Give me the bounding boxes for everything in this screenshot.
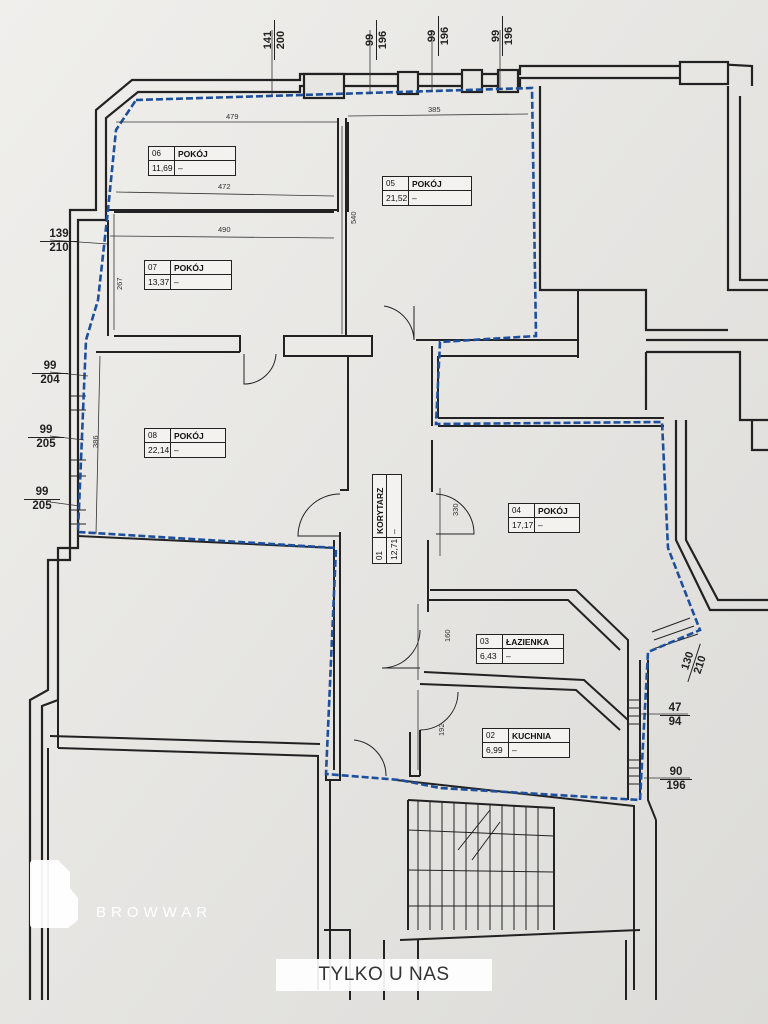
dim-540: 540 [349,211,358,224]
dim-330: 330 [451,503,460,516]
dimension-values: 479 385 472 490 540 267 386 330 160 192 [91,105,460,736]
dim-267: 267 [115,277,124,290]
promo-text: TYLKO U NAS [318,964,450,985]
dim-472: 472 [218,182,231,191]
promo-banner: TYLKO U NAS [276,959,492,991]
dim-385: 385 [428,105,441,114]
outer-walls [28,60,768,1000]
dim-160: 160 [443,629,452,642]
dim-490: 490 [218,225,231,234]
browwar-logo-icon [30,860,78,928]
brand-name: BROWWAR [96,904,213,921]
dim-479: 479 [226,112,239,121]
apartment-outline [76,86,702,802]
dimension-lines [49,30,690,779]
brand-watermark: BROWWAR [28,858,238,930]
dim-192: 192 [437,723,446,736]
dim-386: 386 [91,435,100,448]
